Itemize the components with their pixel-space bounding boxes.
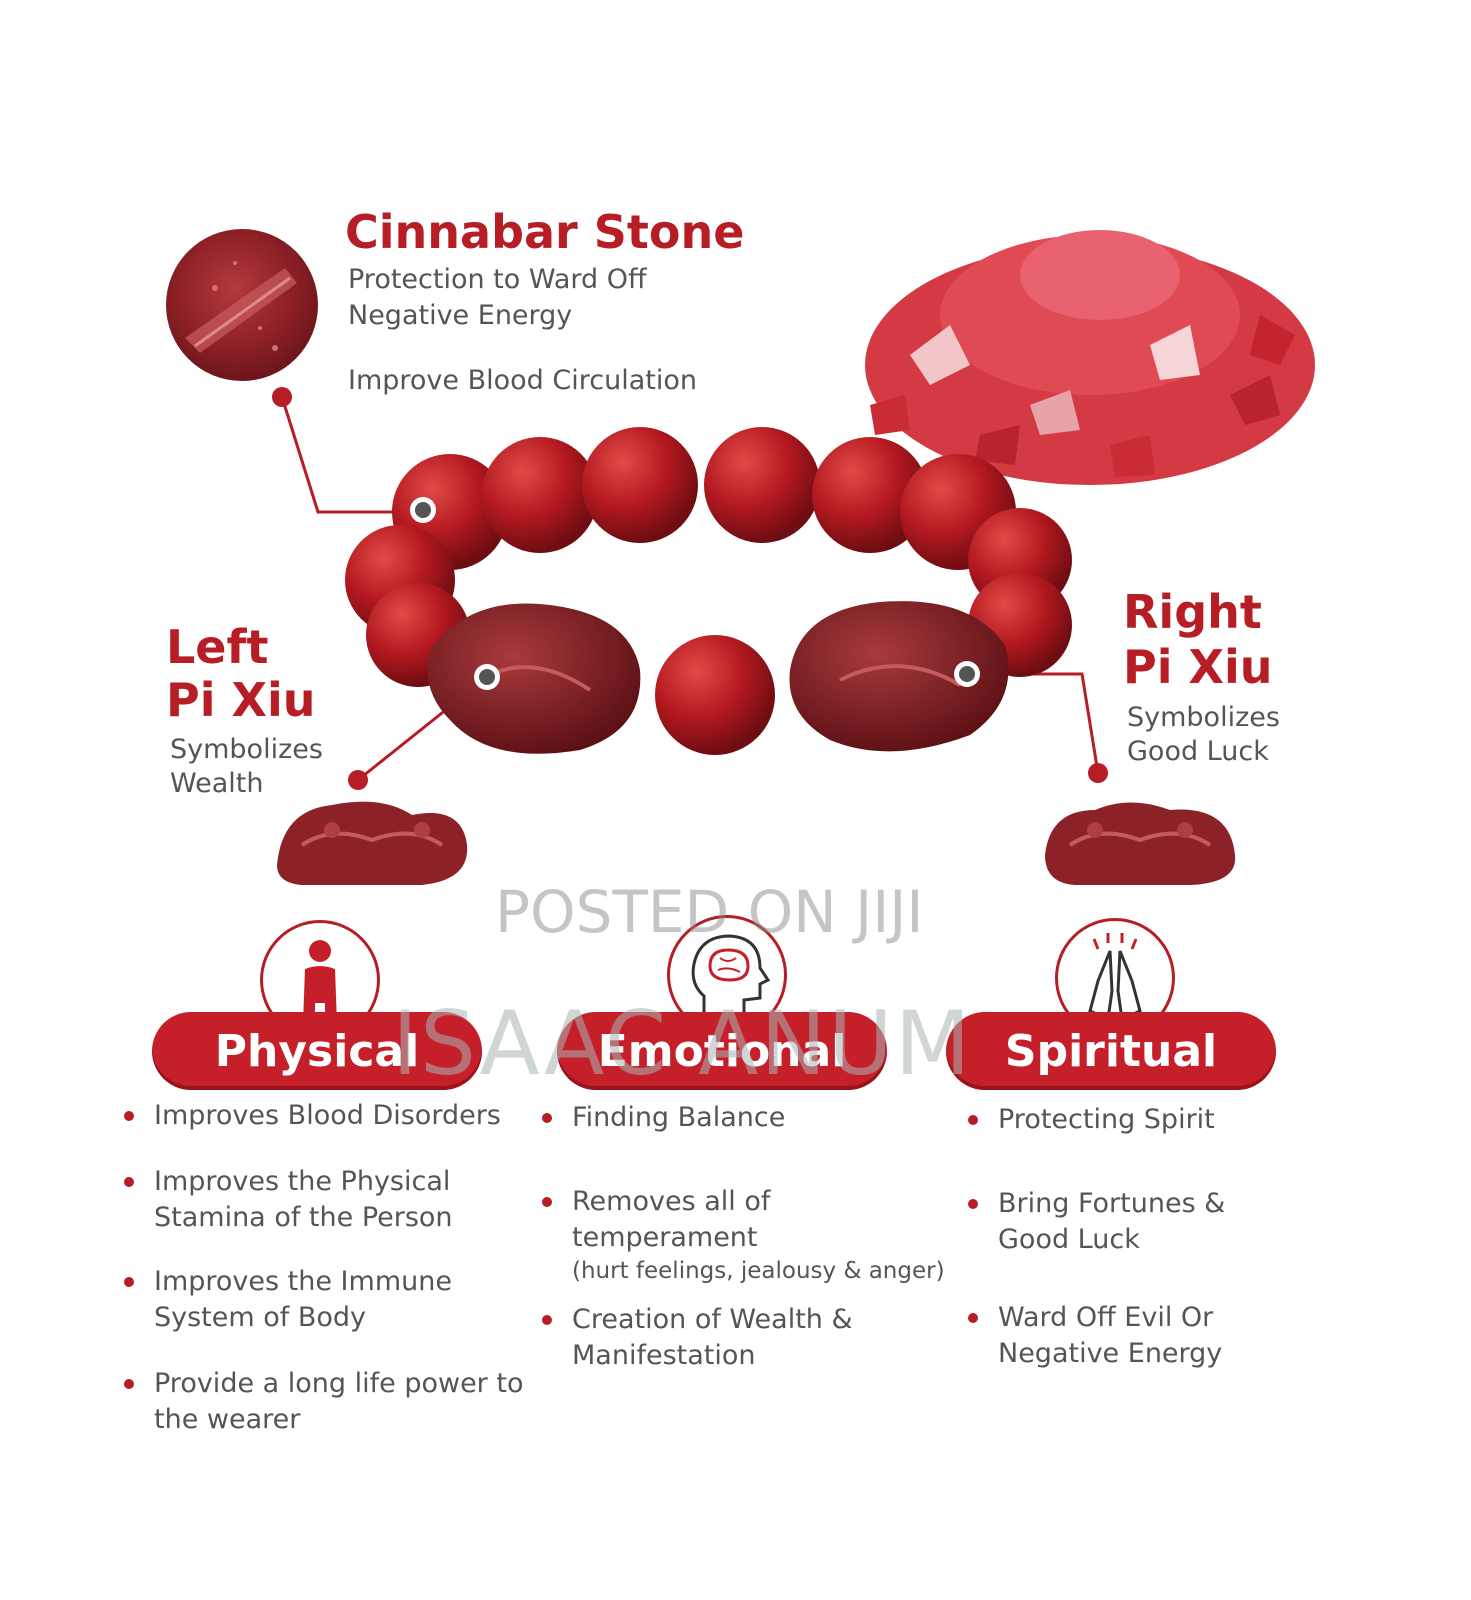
cinnabar-pile-image bbox=[850, 205, 1320, 495]
list-item-text: Improves the Immune bbox=[154, 1266, 452, 1297]
left-pixiu-desc-2: Wealth bbox=[170, 768, 264, 799]
list-item: Protecting Spirit bbox=[968, 1102, 1268, 1138]
cinnabar-line-2: Negative Energy bbox=[348, 300, 573, 331]
list-item: Improves Blood Disorders bbox=[124, 1098, 544, 1134]
list-item-text: Bring Fortunes & bbox=[998, 1188, 1226, 1219]
list-item-subtext: (hurt feelings, jealousy & anger) bbox=[572, 1258, 945, 1284]
list-item-text: Removes all of temperament bbox=[572, 1186, 771, 1253]
cinnabar-line-3: Improve Blood Circulation bbox=[348, 365, 697, 396]
list-item-text: Good Luck bbox=[998, 1224, 1140, 1255]
person-icon bbox=[303, 940, 337, 1023]
physical-list: Improves Blood Disorders Improves the Ph… bbox=[124, 1098, 544, 1438]
list-item-text: Finding Balance bbox=[572, 1102, 786, 1133]
physical-label: Physical bbox=[152, 1012, 482, 1090]
right-pixiu-image bbox=[1040, 785, 1240, 890]
right-pixiu-desc-2: Good Luck bbox=[1127, 736, 1269, 767]
spiritual-label: Spiritual bbox=[946, 1012, 1276, 1090]
right-pixiu-title-2: Pi Xiu bbox=[1123, 640, 1273, 694]
list-item: Finding Balance bbox=[542, 1100, 962, 1136]
brain-head-icon bbox=[691, 934, 771, 1013]
watermark-posted-on: POSTED ON JIJI bbox=[495, 878, 924, 946]
cinnabar-title: Cinnabar Stone bbox=[345, 205, 745, 259]
list-item-text: Provide a long life power to bbox=[154, 1368, 524, 1399]
list-item-text: Ward Off Evil Or bbox=[998, 1302, 1214, 1333]
cinnabar-line-1: Protection to Ward Off bbox=[348, 264, 647, 295]
list-item-text: System of Body bbox=[154, 1302, 367, 1333]
list-item-text: Creation of Wealth & bbox=[572, 1304, 853, 1335]
left-pixiu-title-2: Pi Xiu bbox=[166, 673, 316, 727]
list-item-text: Manifestation bbox=[572, 1340, 756, 1371]
list-item: Provide a long life power to the wearer bbox=[124, 1366, 544, 1438]
list-item-text: Improves the Physical bbox=[154, 1166, 451, 1197]
list-item: Bring Fortunes & Good Luck bbox=[968, 1186, 1268, 1258]
list-item: Ward Off Evil Or Negative Energy bbox=[968, 1300, 1268, 1372]
list-item-text: Stamina of the Person bbox=[154, 1202, 453, 1233]
emotional-label: Emotional bbox=[557, 1012, 887, 1090]
left-pixiu-title-1: Left bbox=[166, 620, 269, 674]
cinnabar-texture-image bbox=[165, 228, 320, 383]
left-pixiu-desc-1: Symbolizes bbox=[170, 734, 323, 765]
bracelet-image bbox=[330, 420, 1090, 770]
list-item-text: the wearer bbox=[154, 1404, 301, 1435]
left-pixiu-image bbox=[272, 785, 472, 890]
list-item: Removes all of temperament (hurt feelings… bbox=[542, 1184, 962, 1286]
right-pixiu-desc-1: Symbolizes bbox=[1127, 702, 1280, 733]
spiritual-list: Protecting Spirit Bring Fortunes & Good L… bbox=[968, 1102, 1268, 1372]
right-pixiu-title-1: Right bbox=[1123, 585, 1262, 639]
emotional-list: Finding Balance Removes all of temperame… bbox=[542, 1100, 962, 1374]
watermark-name: ISAAC ANUM bbox=[392, 992, 973, 1095]
list-item-text: Negative Energy bbox=[998, 1338, 1223, 1369]
list-item-text: Improves Blood Disorders bbox=[154, 1100, 501, 1131]
list-item-text: Protecting Spirit bbox=[998, 1104, 1215, 1135]
list-item: Creation of Wealth & Manifestation bbox=[542, 1302, 962, 1374]
